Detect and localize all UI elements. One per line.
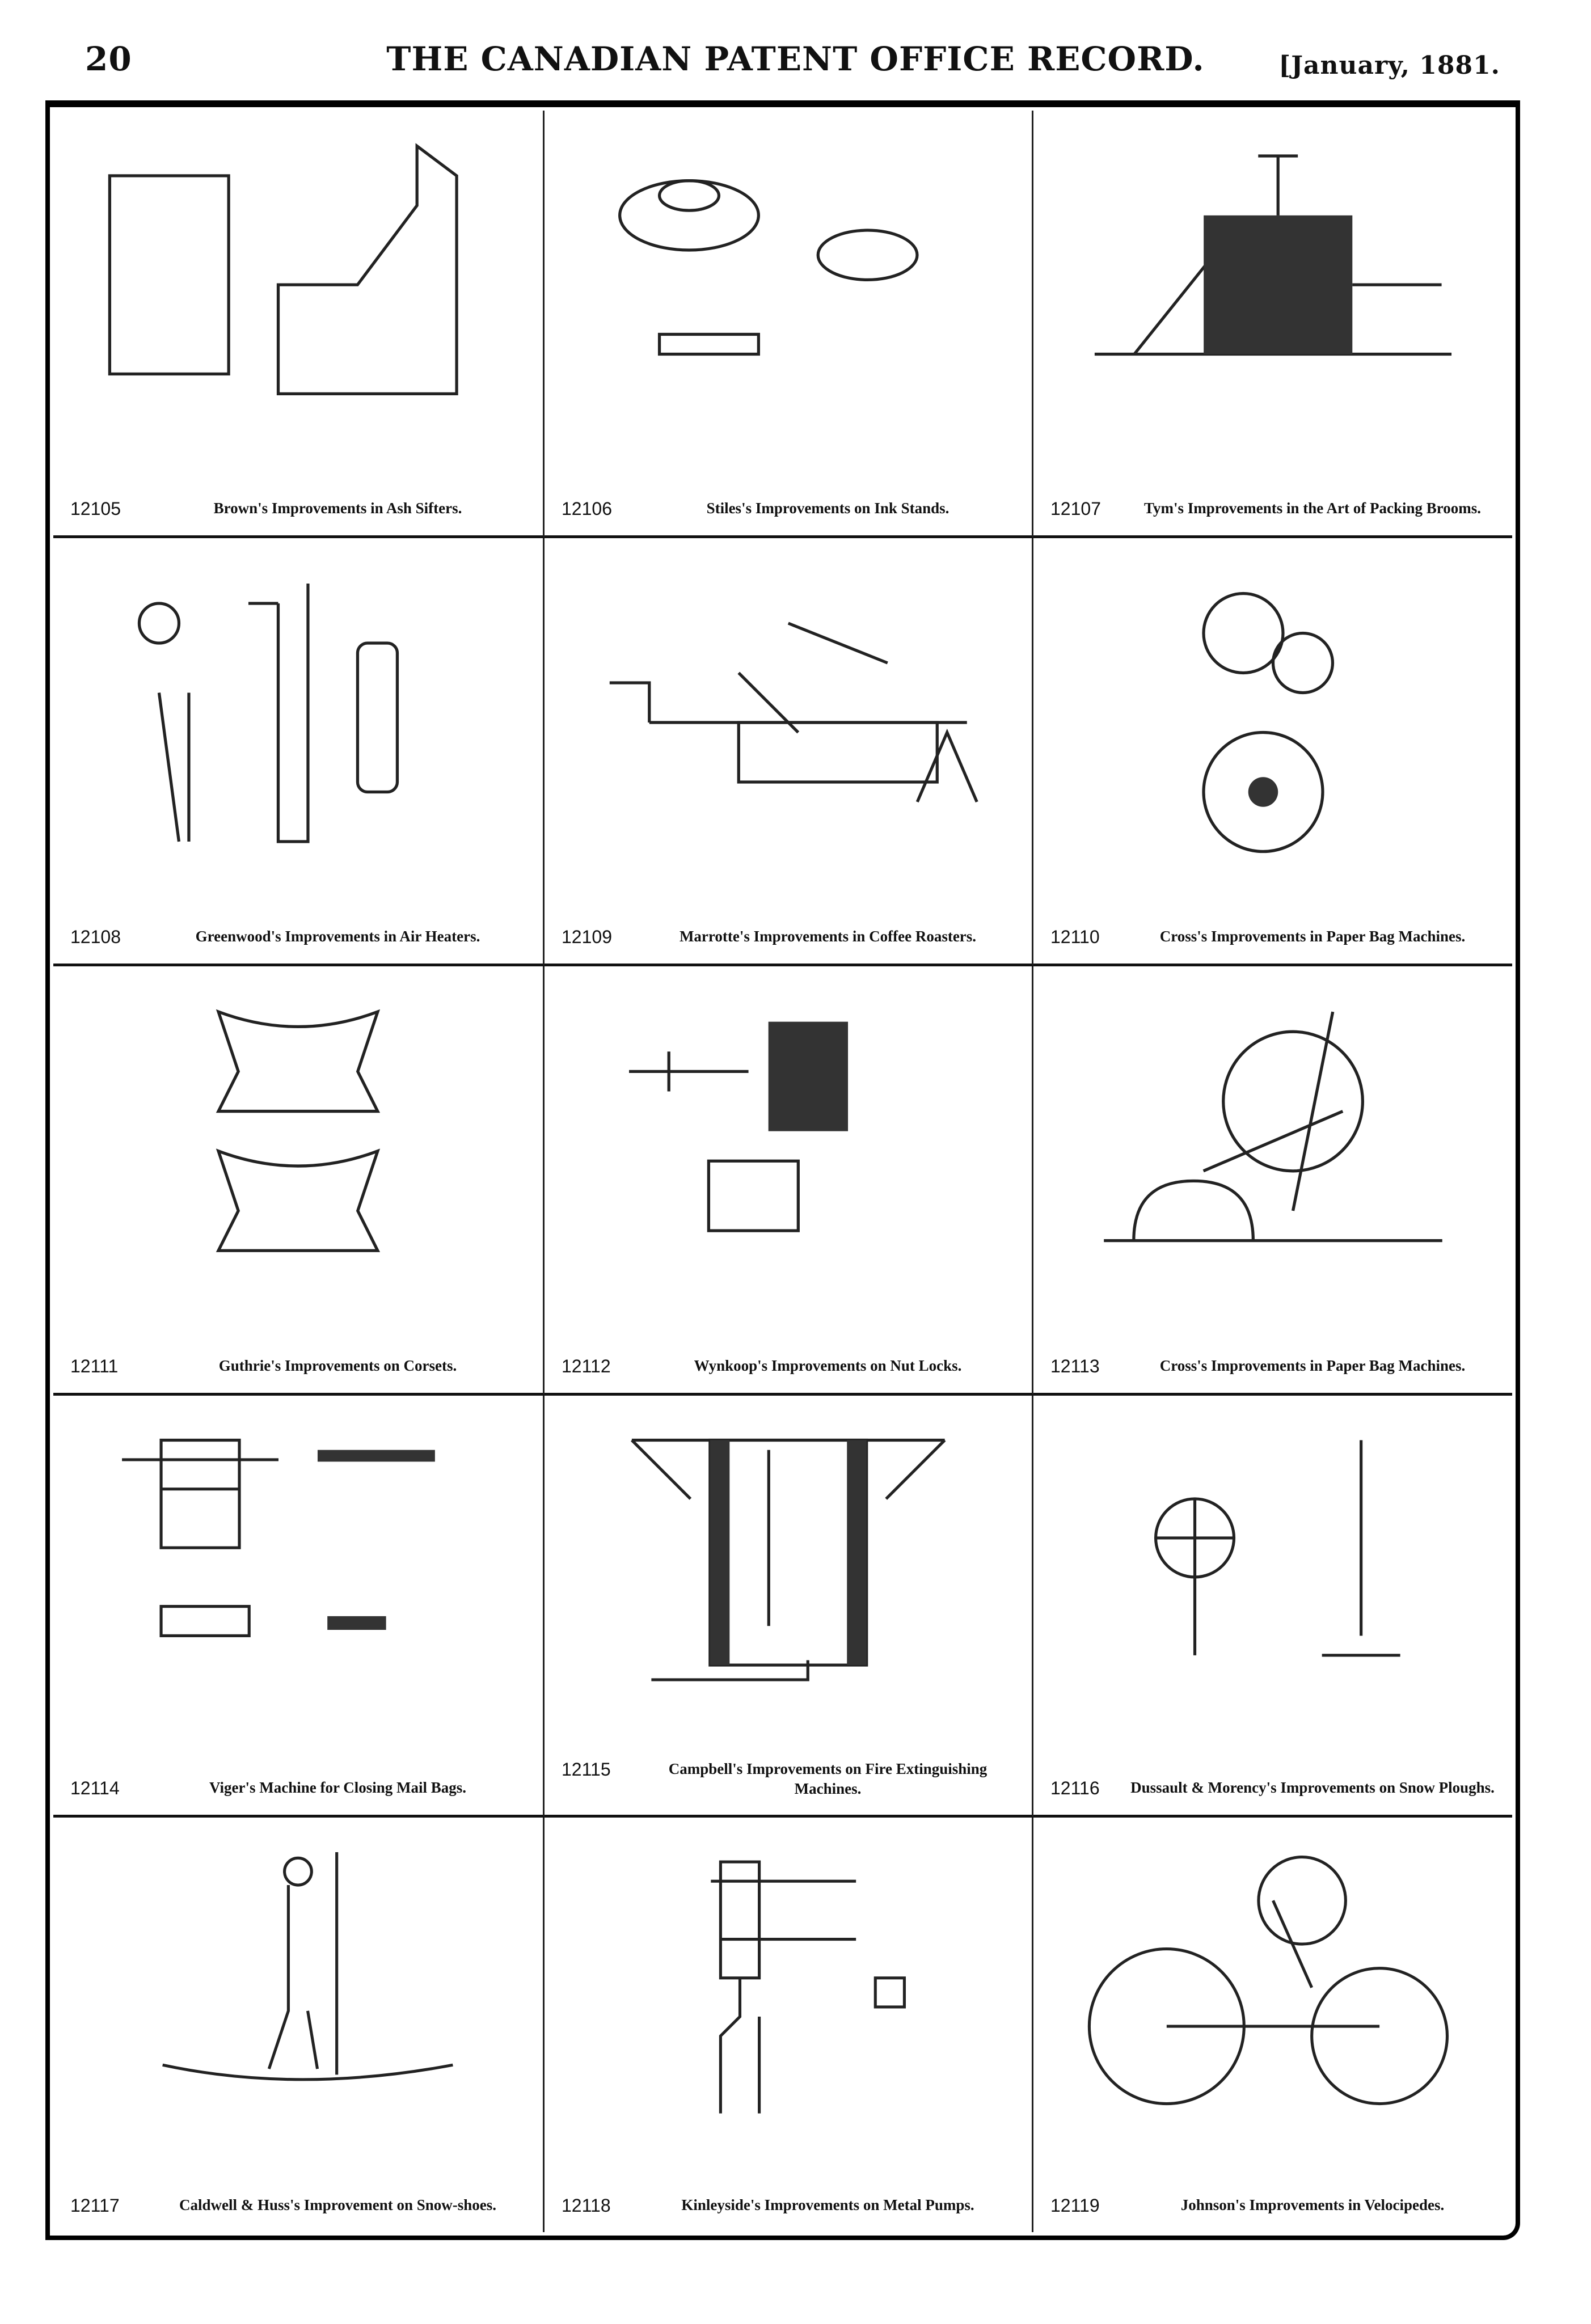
patent-number: 12114 [70,1778,120,1798]
patent-plate: 12115 Campbell's Improvements on Fire Ex… [545,1396,1033,1818]
patent-drawing [1201,591,1334,853]
patent-plate: 12118 Kinleyside's Improvements on Metal… [545,1818,1033,2232]
patent-number: 12110 [1050,927,1100,947]
patent-number: 12105 [70,498,121,519]
patent-plate: 12105 Brown's Improvements in Ash Sifter… [53,111,545,538]
patent-title: Caldwell & Huss's Improvement on Snow-sh… [179,2196,497,2213]
patent-title: Tym's Improvements in the Art of Packing… [1144,500,1481,517]
issue-date: [January, 1881. [1278,51,1500,80]
patent-plate: 12109 Marrotte's Improvements in Coffee … [545,538,1033,966]
patent-drawing [618,179,919,356]
patent-number: 12116 [1050,1778,1100,1798]
patent-caption: 12109 Marrotte's Improvements in Coffee … [562,927,1020,948]
patent-number: 12117 [70,2195,120,2216]
patent-title: Marrotte's Improvements in Coffee Roaste… [679,928,977,945]
patent-drawing [216,1009,381,1252]
patent-grid: 12105 Brown's Improvements in Ash Sifter… [53,111,1512,2232]
patent-drawing [609,622,978,803]
patent-caption: 12110 Cross's Improvements in Paper Bag … [1050,927,1501,948]
patent-plate: 12110 Cross's Improvements in Paper Bag … [1033,538,1512,966]
patent-drawing [108,143,458,395]
patent-drawing [628,1021,848,1232]
patent-title: Cross's Improvements in Paper Bag Machin… [1159,1357,1466,1374]
patent-number: 12119 [1050,2195,1100,2216]
patent-plate: 12112 Wynkoop's Improvements on Nut Lock… [545,966,1033,1396]
patent-plate: 12114 Viger's Machine for Closing Mail B… [53,1396,545,1818]
patent-number: 12113 [1050,1356,1100,1376]
patent-title: Campbell's Improvements on Fire Extingui… [668,1760,987,1797]
patent-caption: 12105 Brown's Improvements in Ash Sifter… [70,498,531,519]
patent-caption: 12112 Wynkoop's Improvements on Nut Lock… [562,1356,1020,1377]
patent-drawing [1094,154,1451,356]
patent-number: 12112 [562,1356,611,1376]
patent-number: 12118 [562,2195,611,2216]
patent-caption: 12106 Stiles's Improvements on Ink Stand… [562,498,1020,519]
patent-title: Brown's Improvements in Ash Sifters. [213,500,462,517]
patent-plate: 12117 Caldwell & Huss's Improvement on S… [53,1818,545,2232]
patent-drawing [137,584,399,843]
patent-drawing [162,1852,453,2081]
patent-number: 12106 [562,498,612,519]
patent-title: Viger's Machine for Closing Mail Bags. [209,1779,466,1796]
patent-number: 12109 [562,927,612,947]
patent-number: 12108 [70,927,121,947]
patent-drawing [1154,1440,1400,1657]
patent-caption: 12111 Guthrie's Improvements on Corsets. [70,1356,531,1377]
patent-plate: 12116 Dussault & Morency's Improvements … [1033,1396,1512,1818]
patent-caption: 12116 Dussault & Morency's Improvements … [1050,1778,1501,1799]
patent-plate: 12106 Stiles's Improvements on Ink Stand… [545,111,1033,538]
patent-plates-frame: 12105 Brown's Improvements in Ash Sifter… [45,100,1520,2240]
patent-caption: 12113 Cross's Improvements in Paper Bag … [1050,1356,1501,1377]
patent-plate: 12111 Guthrie's Improvements on Corsets. [53,966,545,1396]
patent-caption: 12107 Tym's Improvements in the Art of P… [1050,498,1501,519]
patent-title: Johnson's Improvements in Velocipedes. [1180,2196,1445,2213]
patent-caption: 12114 Viger's Machine for Closing Mail B… [70,1778,531,1799]
patent-plate: 12107 Tym's Improvements in the Art of P… [1033,111,1512,538]
patent-title: Guthrie's Improvements on Corsets. [218,1357,457,1374]
patent-title: Cross's Improvements in Paper Bag Machin… [1159,928,1466,945]
patent-drawing [711,1860,906,2114]
patent-number: 12111 [70,1356,119,1376]
patent-plate: 12119 Johnson's Improvements in Velocipe… [1033,1818,1512,2232]
patent-caption: 12108 Greenwood's Improvements in Air He… [70,927,531,948]
patent-number: 12107 [1050,498,1101,519]
patent-drawing [630,1439,946,1681]
patent-drawing [122,1439,435,1638]
patent-title: Dussault & Morency's Improvements on Sno… [1130,1779,1495,1796]
patent-number: 12115 [562,1759,611,1780]
patent-drawing [1103,1011,1442,1243]
patent-plate: 12108 Greenwood's Improvements in Air He… [53,538,545,966]
patent-caption: 12117 Caldwell & Huss's Improvement on S… [70,2195,531,2216]
patent-plate: 12113 Cross's Improvements in Paper Bag … [1033,966,1512,1396]
page-number: 20 [85,40,132,78]
patent-title: Kinleyside's Improvements on Metal Pumps… [681,2196,974,2213]
patent-title: Stiles's Improvements on Ink Stands. [706,500,949,517]
patent-caption: 12115 Campbell's Improvements on Fire Ex… [562,1759,1020,1799]
patent-caption: 12119 Johnson's Improvements in Velocipe… [1050,2195,1501,2216]
page-title: THE CANADIAN PATENT OFFICE RECORD. [386,40,1205,78]
patent-title: Wynkoop's Improvements on Nut Locks. [694,1357,962,1374]
patent-title: Greenwood's Improvements in Air Heaters. [195,928,480,945]
patent-drawing [1087,1855,1449,2105]
patent-caption: 12118 Kinleyside's Improvements on Metal… [562,2195,1020,2216]
